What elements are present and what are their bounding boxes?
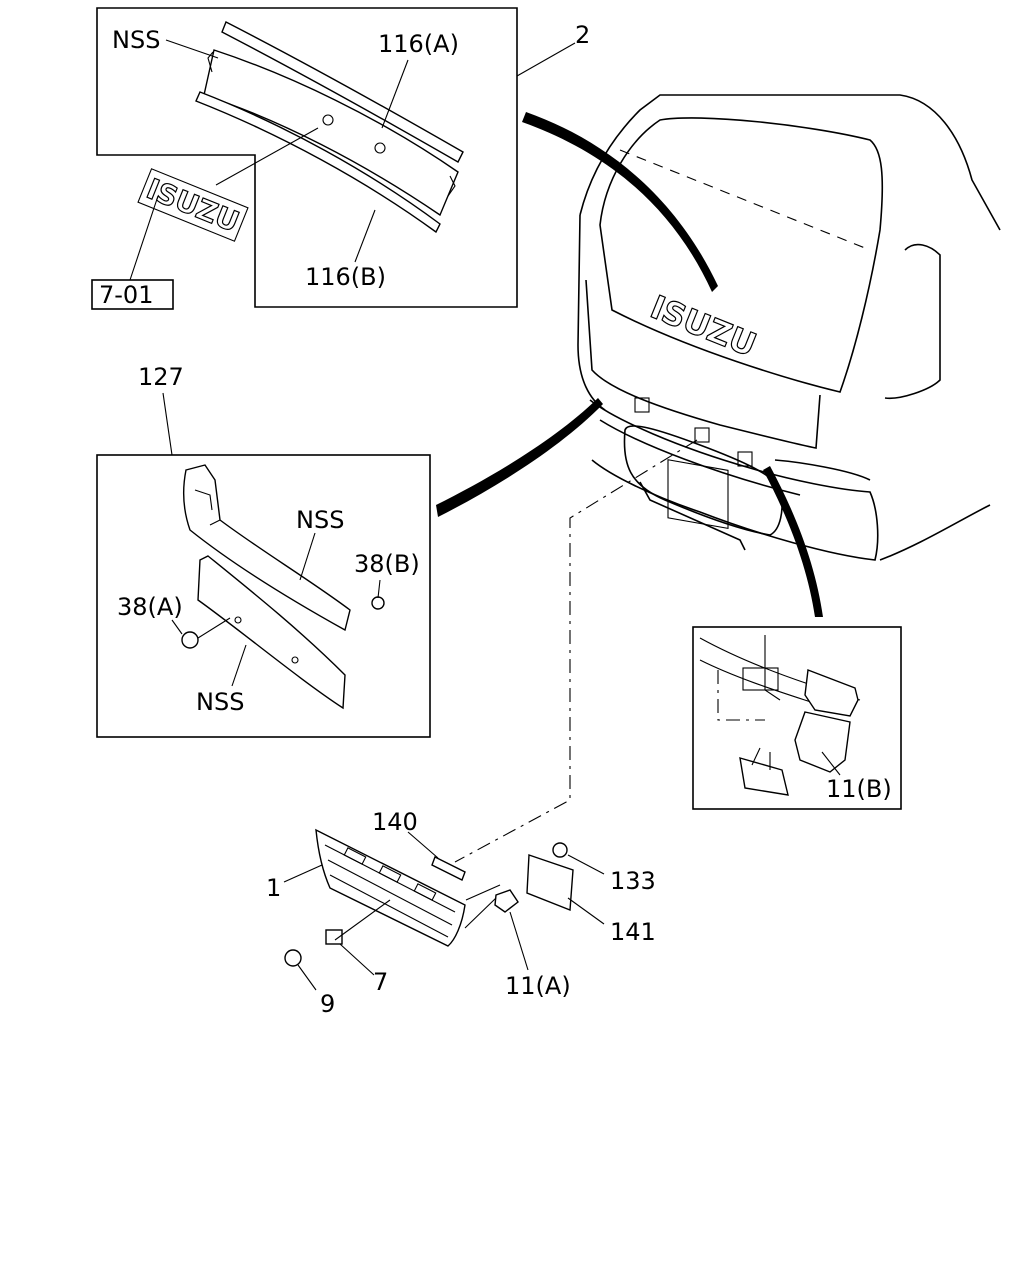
label-nss-mid1: NSS [296, 506, 344, 534]
label-38b: 38(B) [354, 550, 420, 578]
label-part-9: 9 [320, 990, 335, 1018]
inset-box-part-127 [96, 454, 431, 738]
leaders-top [129, 39, 576, 281]
label-part-2: 2 [575, 21, 590, 49]
label-133: 133 [610, 867, 656, 895]
label-nss-top: NSS [112, 26, 160, 54]
label-part-1: 1 [266, 874, 281, 902]
label-11b: 11(B) [826, 775, 892, 803]
label-part-7: 7 [373, 968, 388, 996]
callout-arc-right [763, 466, 823, 617]
isuzu-emblem-large: ISUZU [645, 287, 763, 365]
label-38a: 38(A) [117, 593, 183, 621]
leader-dashed-140 [454, 439, 698, 863]
inset-box-part-11b [692, 626, 902, 810]
callout-arc-top [522, 112, 718, 292]
part-labels: NSS 116(A) 2 116(B) 7-01 127 NSS 38(B) 3… [99, 21, 892, 1018]
label-116a: 116(A) [378, 30, 459, 58]
label-nss-mid2: NSS [196, 688, 244, 716]
label-127: 127 [138, 363, 184, 391]
emblem-small-text: ISUZU [142, 172, 244, 239]
label-7-01: 7-01 [99, 281, 153, 309]
inset-box-part-2 [96, 7, 518, 308]
van-rear: ISUZU [577, 94, 1001, 561]
label-141: 141 [610, 918, 656, 946]
label-140: 140 [372, 808, 418, 836]
leaders-middle [162, 392, 381, 687]
callout-arc-middle [436, 398, 603, 517]
ref-box-7-01 [91, 279, 174, 310]
bottom-parts [284, 828, 574, 967]
emblem-large-text: ISUZU [645, 288, 761, 364]
label-116b: 116(B) [305, 263, 386, 291]
label-11a: 11(A) [505, 972, 571, 1000]
leaders-bottom [283, 831, 605, 991]
